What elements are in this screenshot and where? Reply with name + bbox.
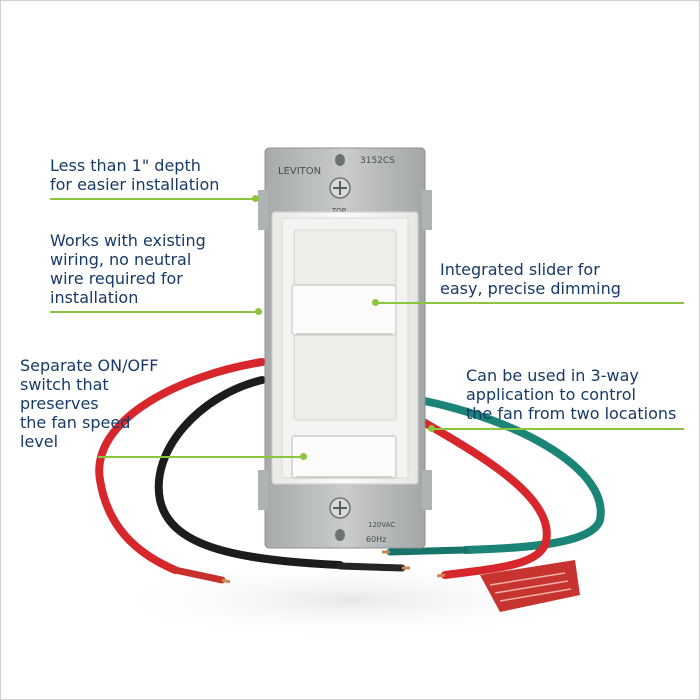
leader-wiring bbox=[50, 311, 258, 313]
callout-slider-line: easy, precise dimming bbox=[440, 279, 621, 298]
callout-slider-line: Integrated slider for bbox=[440, 260, 600, 279]
black-wire-end bbox=[336, 562, 406, 572]
leader-depth bbox=[50, 198, 256, 200]
frequency-mark: 60Hz bbox=[366, 535, 386, 544]
leader-wiring-dot bbox=[255, 308, 262, 315]
leader-depth-dot bbox=[252, 195, 259, 202]
top-mark: TOP bbox=[331, 207, 346, 215]
callout-wiring-line: installation bbox=[50, 288, 139, 307]
callout-three-way-line: application to control bbox=[466, 385, 636, 404]
model-mark: 3152CS bbox=[360, 156, 395, 166]
callout-wiring-line: wiring, no neutral bbox=[50, 250, 192, 269]
callout-slider: Integrated slider for easy, precise dimm… bbox=[440, 260, 621, 298]
brand-mark: LEVITON bbox=[278, 166, 321, 177]
green-wire bbox=[416, 396, 605, 554]
callout-wiring: Works with existing wiring, no neutral w… bbox=[50, 231, 206, 307]
leader-three-way-dot bbox=[428, 425, 435, 432]
callout-three-way: Can be used in 3-way application to cont… bbox=[466, 366, 676, 423]
callout-depth-line: Less than 1" depth bbox=[50, 156, 201, 175]
leader-onoff-dot bbox=[300, 453, 307, 460]
callout-onoff-line: switch that bbox=[20, 375, 109, 394]
leader-slider bbox=[376, 302, 684, 304]
leader-onoff bbox=[98, 456, 304, 458]
leader-slider-dot bbox=[372, 299, 379, 306]
callout-onoff-line: preserves bbox=[20, 394, 99, 413]
leader-three-way bbox=[432, 428, 684, 430]
callout-depth: Less than 1" depth for easier installati… bbox=[50, 156, 219, 194]
red-wire-left bbox=[95, 358, 266, 574]
green-wire-end bbox=[386, 546, 469, 556]
callout-wiring-line: Works with existing bbox=[50, 231, 206, 250]
callout-onoff-line: the fan speed bbox=[20, 413, 131, 432]
red-wire-right bbox=[416, 416, 551, 579]
slider-knob bbox=[291, 284, 397, 336]
black-wire bbox=[154, 376, 344, 569]
onoff-rocker bbox=[291, 435, 397, 479]
rating-mark: 120VAC bbox=[368, 521, 395, 529]
callout-onoff: Separate ON/OFF switch that preserves th… bbox=[20, 356, 159, 451]
red-wire-left-end bbox=[171, 566, 226, 584]
warning-tag bbox=[480, 560, 580, 612]
callout-onoff-line: Separate ON/OFF bbox=[20, 356, 159, 375]
callout-depth-line: for easier installation bbox=[50, 175, 220, 194]
callout-three-way-line: the fan from two locations bbox=[466, 404, 677, 423]
callout-wiring-line: wire required for bbox=[50, 269, 183, 288]
callout-three-way-line: Can be used in 3-way bbox=[466, 366, 639, 385]
callout-onoff-line: level bbox=[20, 432, 59, 451]
